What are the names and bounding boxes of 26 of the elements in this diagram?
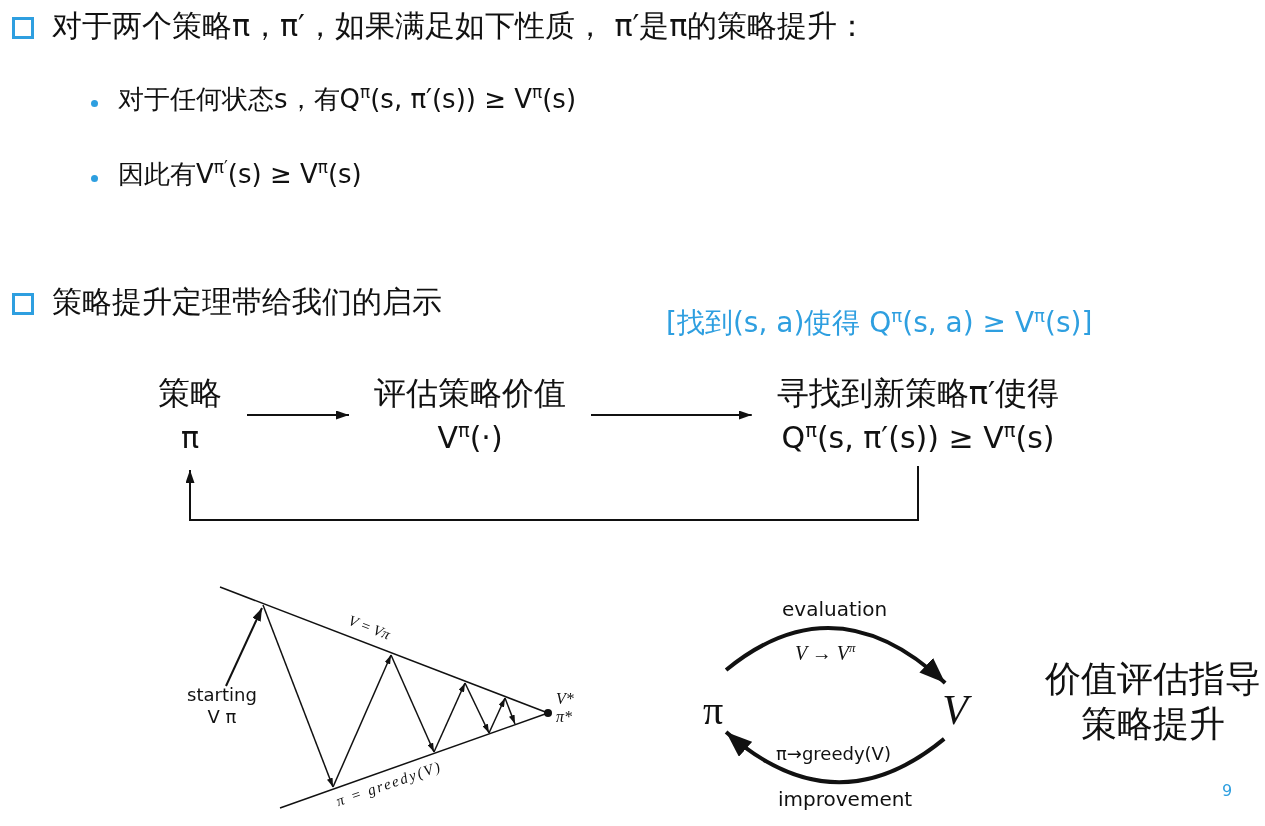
formula: π bbox=[180, 419, 200, 458]
arrow bbox=[724, 626, 947, 685]
step-title: 策略 bbox=[158, 373, 222, 414]
policy-symbol: π bbox=[702, 687, 724, 735]
start-label: starting V π bbox=[186, 684, 258, 728]
edge-label: improvement bbox=[776, 788, 915, 810]
step-title: 寻找到新策略π′使得 bbox=[776, 373, 1060, 414]
formula: π→greedy(V) bbox=[776, 743, 891, 764]
arrow bbox=[590, 410, 753, 420]
heading: 策略提升定理带给我们的启示 bbox=[52, 283, 442, 321]
arrow bbox=[724, 730, 946, 785]
optimum-label: V* π* bbox=[556, 690, 575, 726]
arrow bbox=[185, 464, 919, 521]
formula: V$^{π}$(·) bbox=[437, 418, 503, 458]
formula: Q$^{π}$(s, π′(s)) ≥ V$^{π}$(s) bbox=[781, 418, 1055, 458]
formula: V → V$^{π}$ bbox=[795, 640, 856, 665]
arrow bbox=[246, 410, 350, 420]
note: [找到(s, a)使得 Q$^{π}$(s, a) ≥ V$^{π}$(s)] bbox=[666, 304, 1093, 341]
arrow bbox=[225, 607, 263, 687]
bullet-text: 对于任何状态s，有Q$^{π}$(s, π′(s)) ≥ V$^{π}$(s) bbox=[118, 82, 577, 116]
page-number: 9 bbox=[1222, 781, 1233, 800]
line-label: V = Vπ bbox=[345, 612, 393, 644]
summary-text: 价值评估指导策略提升 bbox=[1043, 657, 1262, 746]
heading: 对于两个策略π，π′，如果满足如下性质， π′是π的策略提升： bbox=[52, 7, 868, 45]
step-title: 评估策略价值 bbox=[374, 373, 566, 414]
bullet-text: 因此有V$^{π′}$(s) ≥ V$^{π}$(s) bbox=[118, 157, 362, 191]
